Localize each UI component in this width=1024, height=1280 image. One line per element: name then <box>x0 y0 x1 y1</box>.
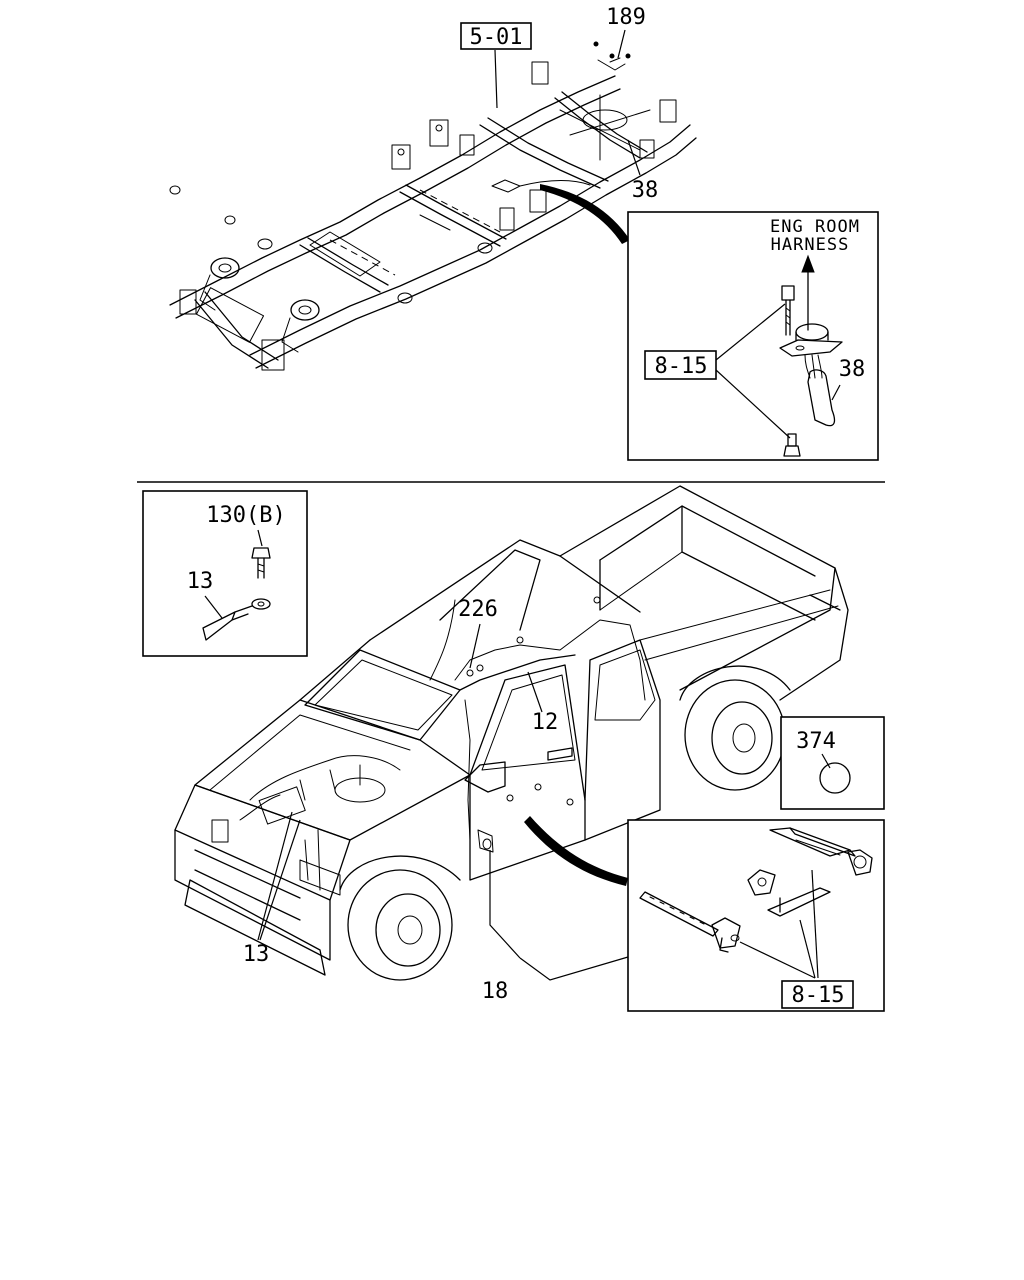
label-374: 374 <box>796 729 836 754</box>
callout-189: 189 <box>606 5 646 59</box>
clip-detail-box: 8-15 <box>627 819 885 1012</box>
label-5-01: 5-01 <box>470 25 523 50</box>
label-harness: HARNESS <box>771 235 850 255</box>
label-12: 12 <box>532 710 559 735</box>
callout-5-01: 5-01 <box>460 22 532 109</box>
label-38-detail: 38 <box>839 357 866 382</box>
label-226: 226 <box>458 597 498 622</box>
pickup-truck-illustration <box>174 485 849 981</box>
chassis-frame-illustration <box>169 41 697 371</box>
callout-226: 226 <box>458 597 498 669</box>
label-13: 13 <box>243 942 270 967</box>
label-189: 189 <box>606 5 646 30</box>
ground-cable-detail-box: 130(B) 13 <box>142 490 308 657</box>
label-18: 18 <box>482 979 509 1004</box>
detail-pointer-swoosh-bottom <box>524 816 628 886</box>
grommet-detail-box: 374 <box>780 716 885 810</box>
callout-38-frame: 38 <box>627 139 659 203</box>
sensor-detail-box: ENG ROOM HARNESS 8-15 38 <box>627 211 879 461</box>
label-13-detail: 13 <box>187 569 214 594</box>
callout-18: 18 <box>482 850 629 1004</box>
callout-13: 13 <box>243 811 301 967</box>
label-8-15-bottom: 8-15 <box>792 983 845 1008</box>
callout-12: 12 <box>527 671 559 735</box>
label-eng-room: ENG ROOM <box>770 217 860 237</box>
label-8-15-top: 8-15 <box>655 354 708 379</box>
label-38-frame: 38 <box>632 178 659 203</box>
label-130b: 130(B) <box>206 503 285 528</box>
detail-pointer-swoosh-top <box>540 184 630 244</box>
